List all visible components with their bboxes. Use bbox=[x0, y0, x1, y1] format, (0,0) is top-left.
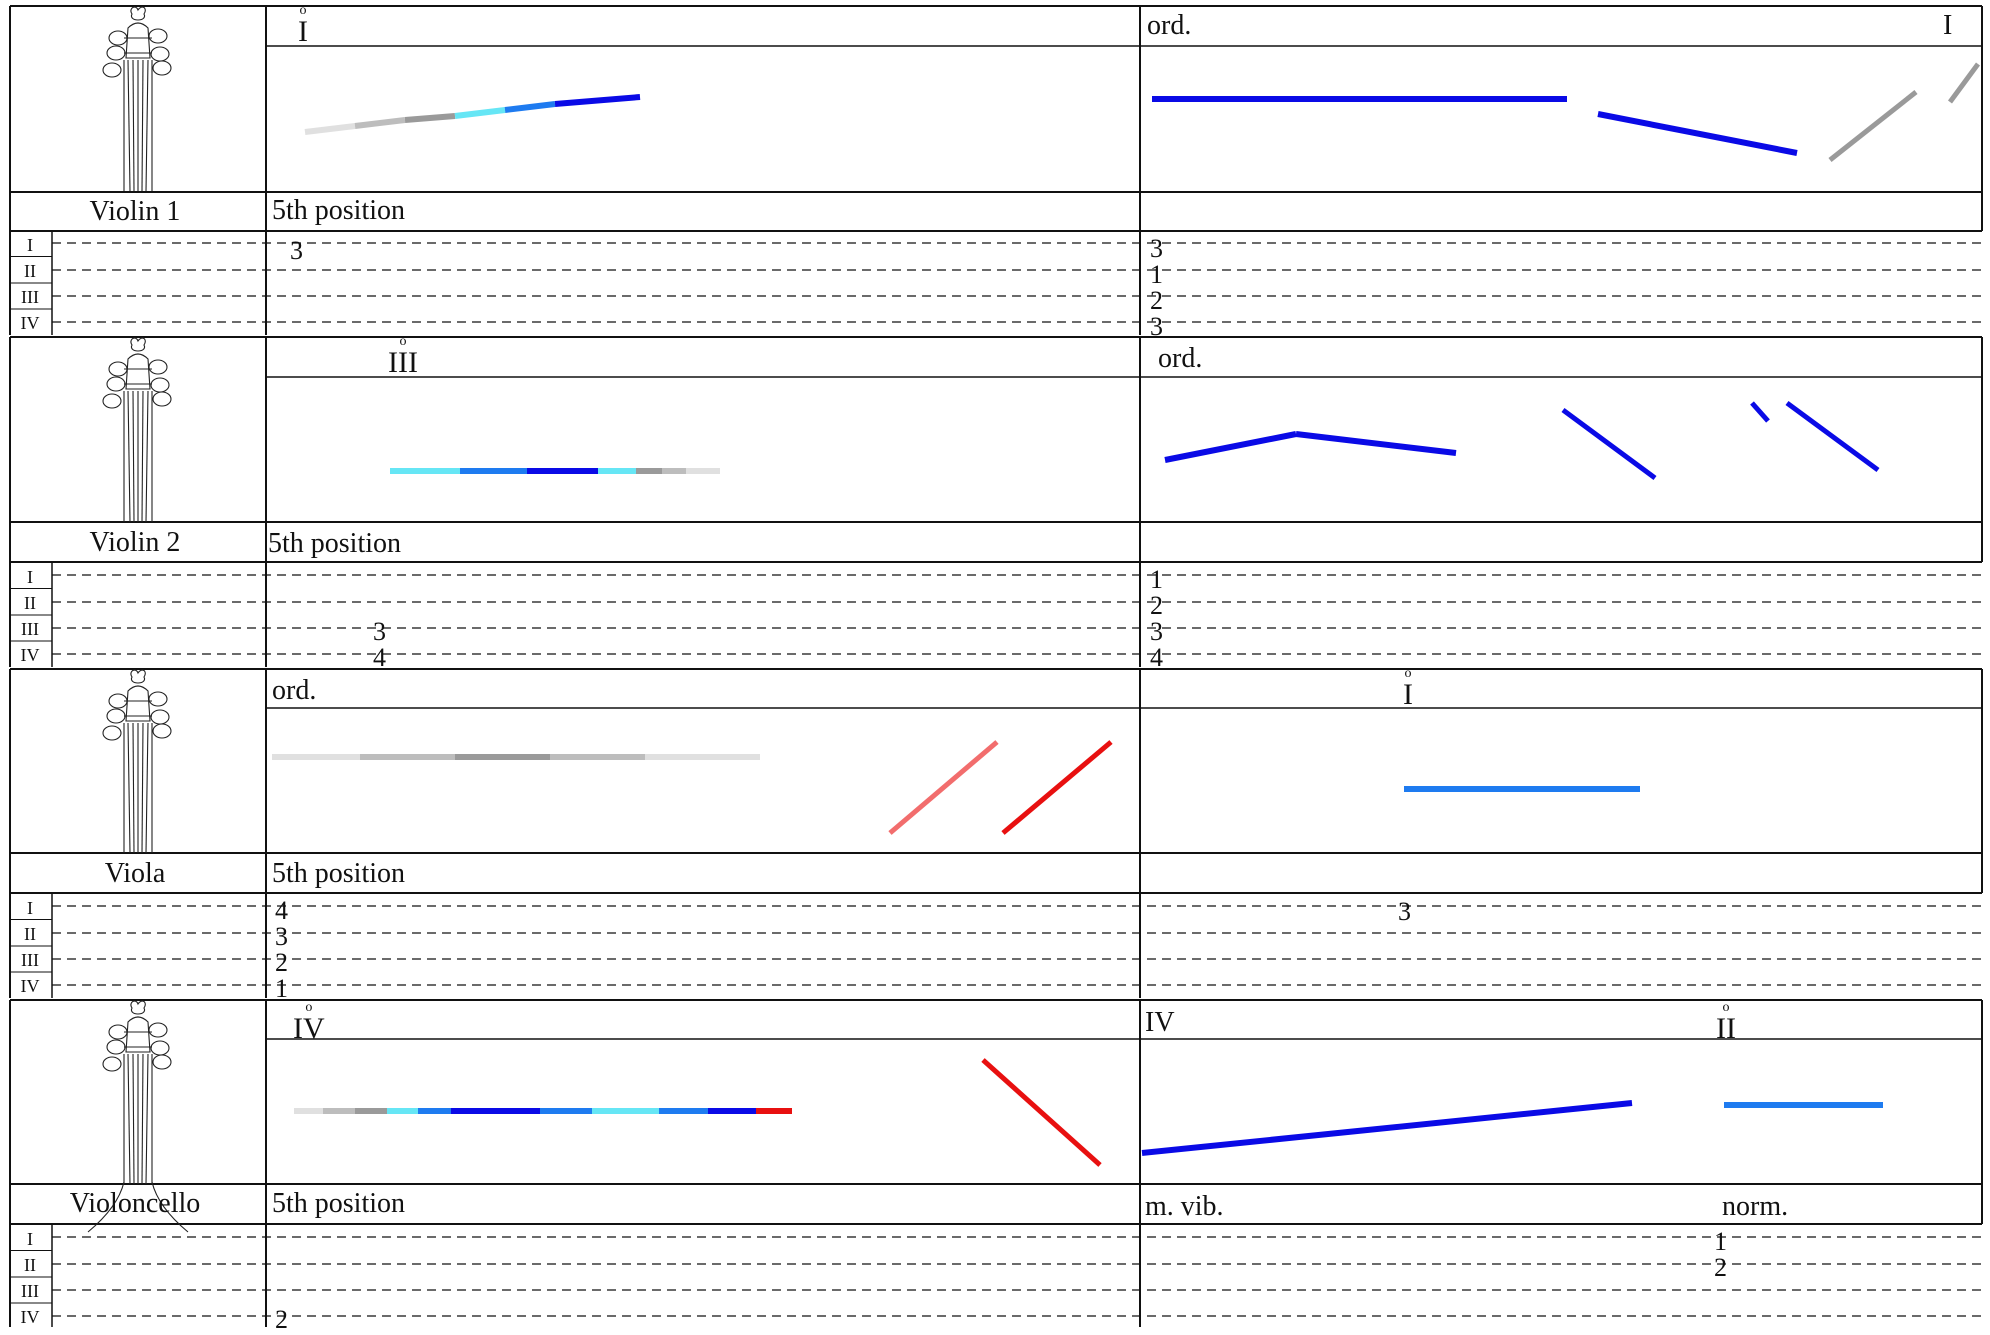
fingering: 1 bbox=[275, 974, 288, 1003]
string-label: I bbox=[1943, 10, 1953, 41]
string-label-i: I bbox=[27, 235, 33, 255]
fingering: 3 bbox=[1150, 312, 1163, 341]
gesture-line bbox=[504, 101, 556, 113]
system-frame bbox=[9, 336, 1983, 667]
string-label-ii: II bbox=[24, 1255, 36, 1275]
instrument-name: Violoncello bbox=[69, 1188, 201, 1219]
technique-label: norm. bbox=[1722, 1191, 1789, 1222]
gesture-line bbox=[1141, 1100, 1633, 1156]
string-label-i: I bbox=[27, 1229, 33, 1249]
technique-label: m. vib. bbox=[1145, 1191, 1224, 1222]
position-label: 5th position bbox=[272, 1188, 406, 1219]
position-label: 5th position bbox=[272, 195, 406, 226]
gesture-line bbox=[1164, 431, 1297, 463]
violin-scroll-icon bbox=[102, 6, 172, 192]
string-label-iii: III bbox=[21, 1281, 39, 1301]
fingering: 4 bbox=[373, 643, 386, 672]
string-label-iii: III bbox=[21, 950, 39, 970]
gesture-line bbox=[304, 123, 356, 135]
gesture-line bbox=[1947, 62, 1981, 104]
system-frame bbox=[9, 5, 1983, 335]
fingering: 3 bbox=[1150, 617, 1163, 646]
harmonic-marking: o III bbox=[388, 334, 418, 379]
gesture-line bbox=[1785, 400, 1880, 473]
fingering: 2 bbox=[275, 1305, 288, 1334]
string-label-iv: IV bbox=[20, 976, 40, 996]
string-label-ii: II bbox=[24, 593, 36, 613]
score-grid bbox=[9, 5, 1983, 1327]
string-label-ii: II bbox=[24, 924, 36, 944]
fingering: 1 bbox=[1714, 1227, 1727, 1256]
system-frame bbox=[9, 999, 1983, 1327]
technique-label: ord. bbox=[1147, 10, 1192, 41]
fingering: 3 bbox=[373, 617, 386, 646]
gesture-line bbox=[354, 117, 406, 129]
instrument-name: Violin 2 bbox=[89, 527, 181, 558]
fingering: 1 bbox=[1150, 260, 1163, 289]
fingering: 3 bbox=[1398, 897, 1411, 926]
system-frame bbox=[9, 668, 1983, 998]
gesture-line bbox=[1828, 90, 1918, 162]
string-label: IV bbox=[1145, 1007, 1175, 1038]
gesture-line bbox=[554, 94, 641, 107]
harmonic-marking: o IV bbox=[293, 1000, 325, 1045]
position-label: 5th position bbox=[268, 528, 402, 559]
gesture-line bbox=[1597, 111, 1798, 156]
fingering: 3 bbox=[290, 236, 303, 265]
gesture-line bbox=[1295, 431, 1457, 456]
gesture-line bbox=[1001, 740, 1113, 835]
technique-label: ord. bbox=[272, 675, 317, 706]
string-label-iv: IV bbox=[20, 645, 40, 665]
instrument-name: Violin 1 bbox=[89, 196, 181, 227]
gesture-line bbox=[888, 740, 999, 835]
fingering: 2 bbox=[1150, 591, 1163, 620]
string-label-iv: IV bbox=[20, 1307, 40, 1327]
fingering: 2 bbox=[275, 948, 288, 977]
string-label-iii: III bbox=[21, 619, 39, 639]
harmonic-marking: o I bbox=[298, 3, 308, 48]
fingering: 2 bbox=[1150, 286, 1163, 315]
string-label-i: I bbox=[27, 567, 33, 587]
instrument-name: Viola bbox=[104, 858, 166, 889]
fingering: 4 bbox=[1150, 643, 1163, 672]
fingering: 4 bbox=[275, 896, 288, 925]
fingering: 1 bbox=[1150, 565, 1163, 594]
harmonic-circle-icon: o bbox=[299, 3, 307, 18]
harmonic-circle-icon: o bbox=[1404, 666, 1412, 681]
gesture-line bbox=[1561, 407, 1657, 481]
gesture-line bbox=[404, 113, 456, 123]
gesture-line bbox=[454, 107, 506, 119]
fingering: 3 bbox=[275, 922, 288, 951]
string-label-i: I bbox=[27, 898, 33, 918]
fingering: 3 bbox=[1150, 234, 1163, 263]
position-label: 5th position bbox=[272, 858, 406, 889]
harmonic-circle-icon: o bbox=[399, 334, 407, 349]
string-label-ii: II bbox=[24, 261, 36, 281]
harmonic-marking: o II bbox=[1716, 1000, 1736, 1045]
harmonic-circle-icon: o bbox=[305, 1000, 313, 1015]
harmonic-marking: o I bbox=[1403, 666, 1413, 711]
gesture-line bbox=[1750, 401, 1770, 423]
violin-scroll-icon bbox=[87, 1000, 189, 1233]
string-label-iv: IV bbox=[20, 313, 40, 333]
violin-scroll-icon bbox=[102, 669, 172, 854]
gesture-line bbox=[981, 1058, 1102, 1167]
gesture-lines bbox=[272, 62, 1981, 1167]
technique-label: ord. bbox=[1158, 343, 1203, 374]
harmonic-circle-icon: o bbox=[1722, 1000, 1730, 1015]
violin-scroll-icon bbox=[102, 337, 172, 523]
string-label-iii: III bbox=[21, 287, 39, 307]
fingering: 2 bbox=[1714, 1253, 1727, 1282]
